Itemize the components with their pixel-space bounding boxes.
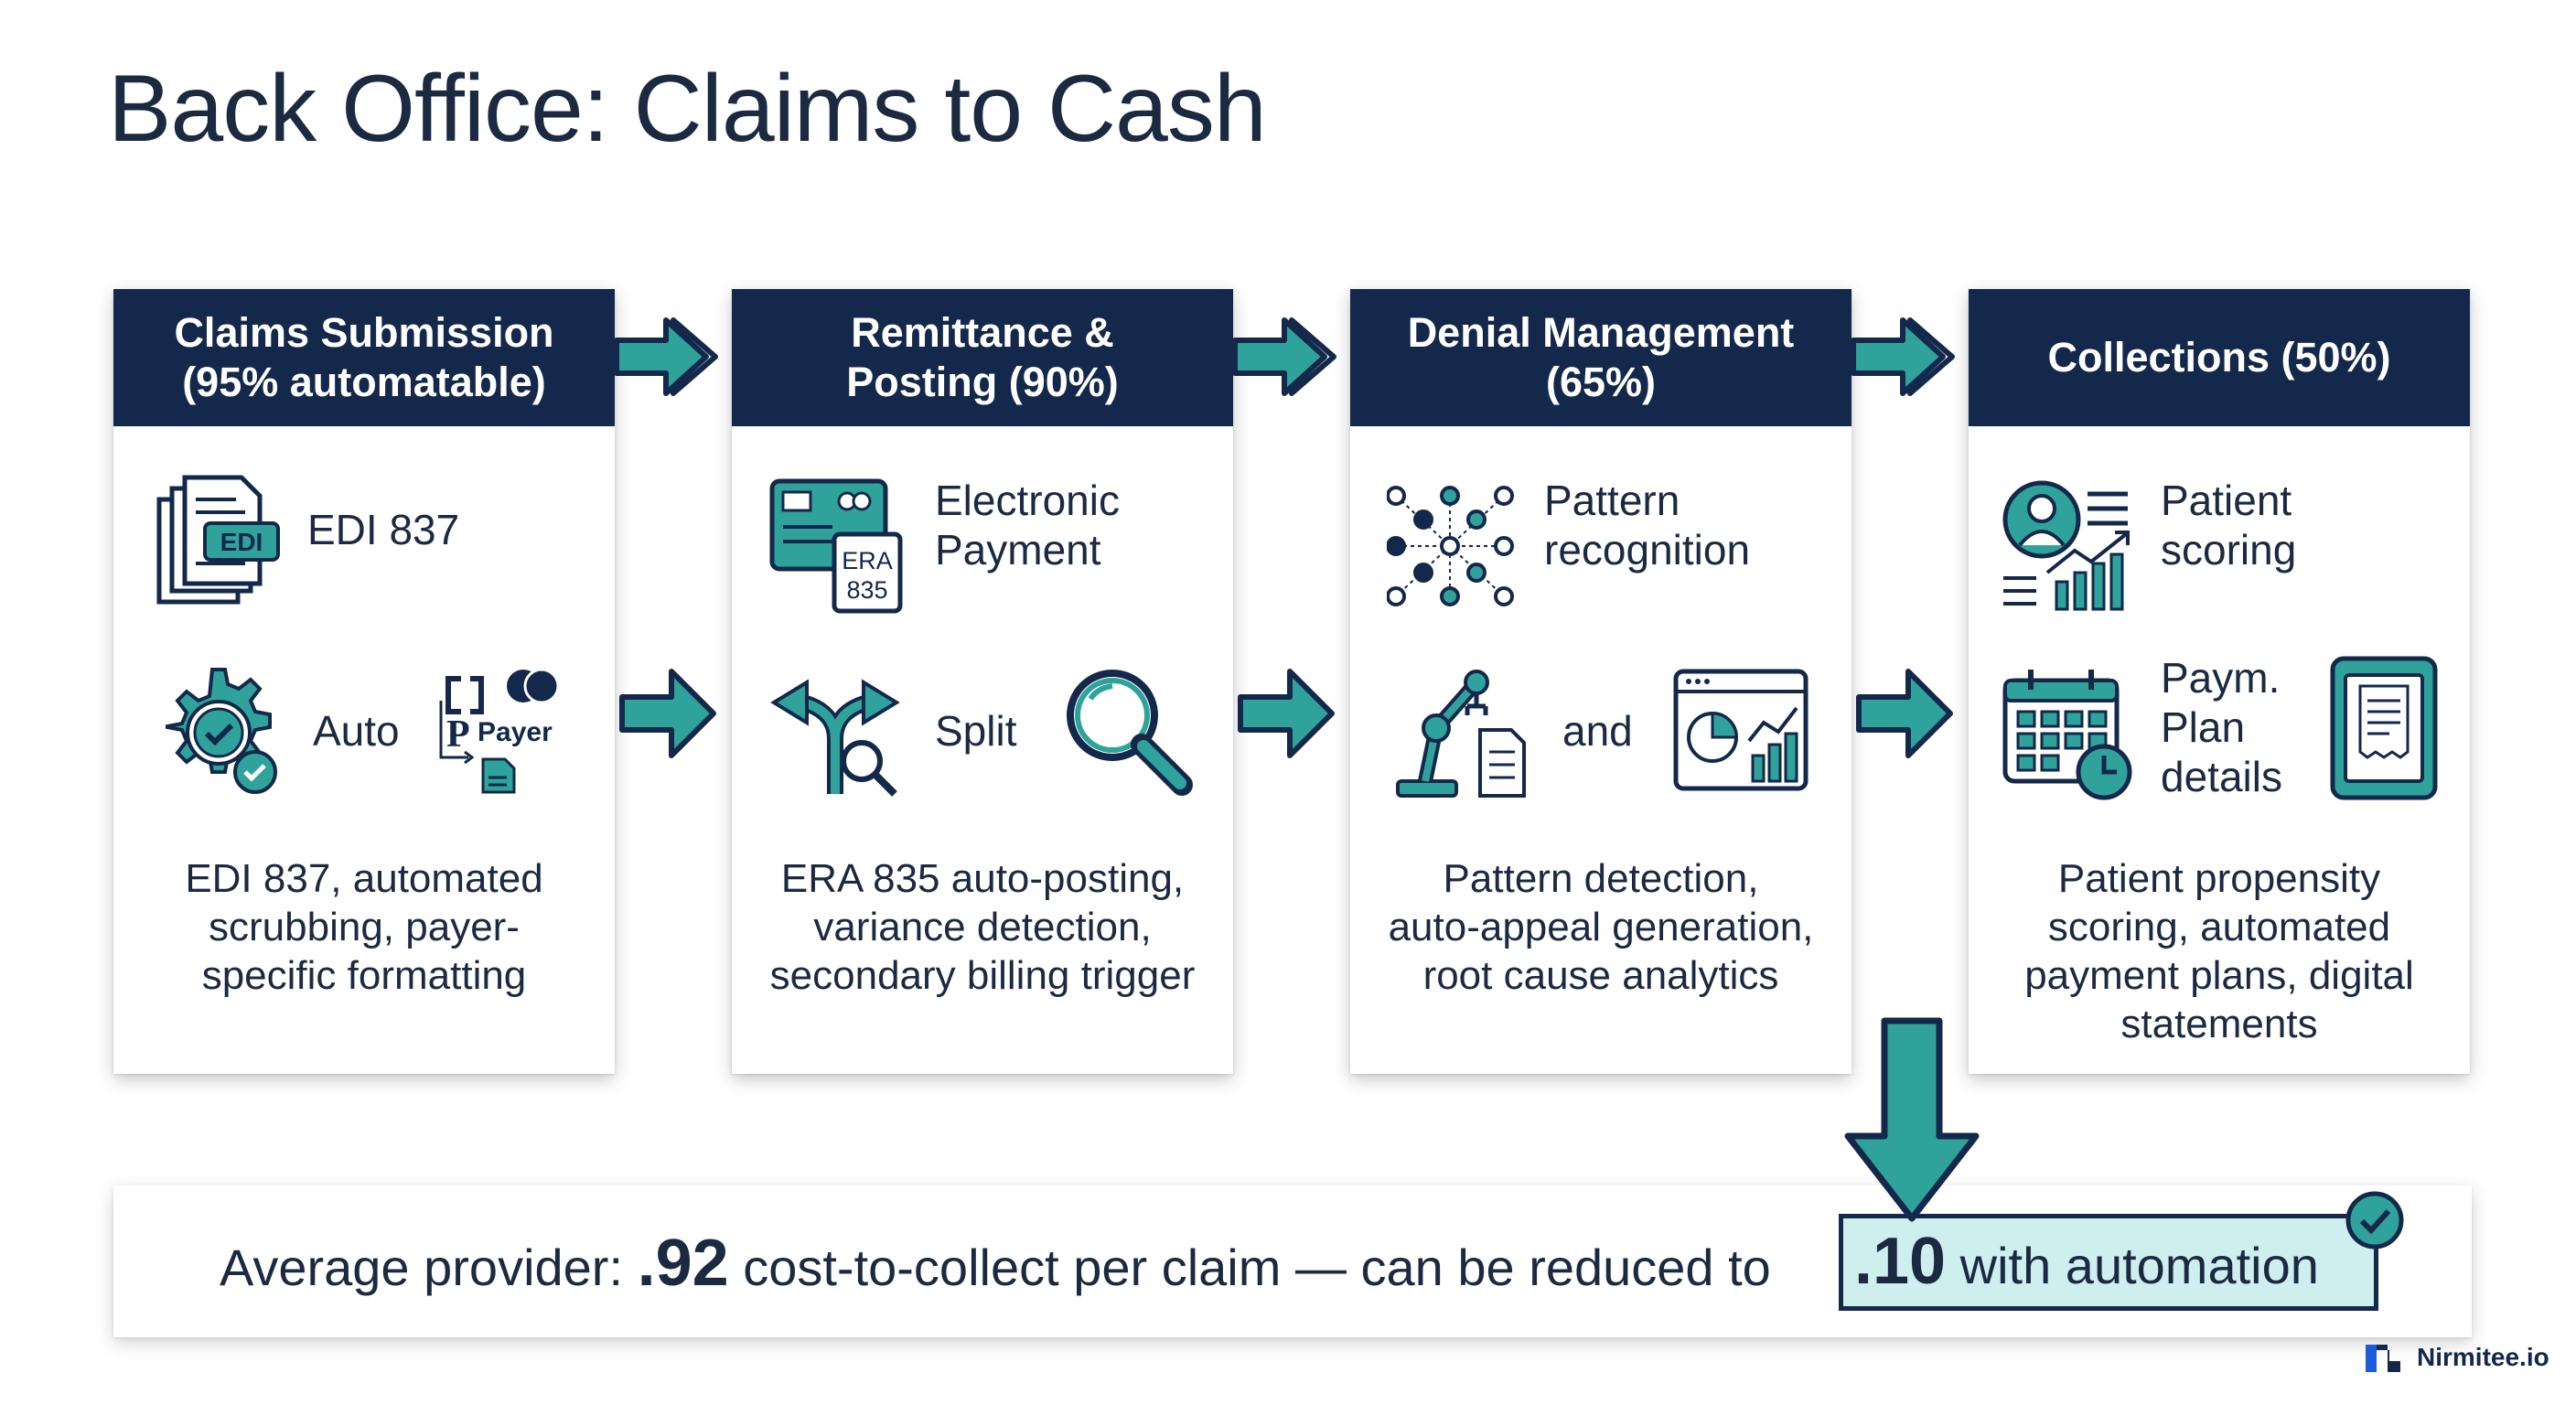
- page-title: Back Office: Claims to Cash: [108, 56, 1267, 162]
- svg-text:835: 835: [846, 576, 887, 604]
- svg-text:ERA: ERA: [842, 547, 893, 574]
- stage-bottom-label: Auto: [313, 707, 400, 755]
- stage-header: Denial Management(65%): [1350, 289, 1852, 426]
- flow-arrow-icon: [1851, 317, 1955, 396]
- stage-description: EDI 837, automated scrubbing, payer- spe…: [185, 856, 543, 998]
- flow-arrow-icon: [1856, 669, 1953, 758]
- stage-description: ERA 835 auto-posting, variance detection…: [769, 856, 1196, 998]
- brand-logo: Nirmitee.io: [2364, 1339, 2549, 1376]
- stage-header: Collections (50%): [1969, 289, 2470, 426]
- robot-arm-icon: [1396, 670, 1526, 798]
- down-arrow-icon: [1844, 1017, 1980, 1222]
- patient-scoring-icon: [2002, 480, 2130, 611]
- payer-routing-icon: P Payer: [439, 668, 560, 794]
- svg-text:P: P: [446, 713, 470, 756]
- pattern-network-icon: [1387, 486, 1514, 606]
- analytics-dashboard-icon: [1673, 669, 1809, 791]
- digital-statement-icon: [2330, 656, 2438, 800]
- flow-arrow-icon: [614, 317, 718, 396]
- stage-bottom-label: and: [1562, 707, 1633, 755]
- stage-top-label: EDI 837: [307, 506, 460, 553]
- svg-text:Payer: Payer: [478, 717, 553, 747]
- split-arrows-icon: [770, 679, 900, 797]
- logo-mark-icon: [2366, 1345, 2400, 1372]
- stage-description: Patient propensity scoring, automated pa…: [2024, 856, 2414, 1046]
- stage-header: Claims Submission(95% automatable): [113, 289, 615, 426]
- stage-description: Pattern detection, auto-appeal generatio…: [1388, 856, 1814, 998]
- cost-after-highlight: .10 with automation: [1839, 1214, 2378, 1311]
- gear-check-icon: [166, 668, 277, 794]
- magnifier-icon: [1067, 670, 1193, 796]
- flow-arrow-icon: [1238, 669, 1335, 758]
- svg-text:EDI: EDI: [220, 528, 263, 556]
- cost-before: .92: [637, 1227, 729, 1300]
- edi-document-icon: EDI: [156, 475, 280, 605]
- stage-card-claims-submission: Claims Submission(95% automatable) EDI E…: [113, 289, 615, 1074]
- calendar-clock-icon: [2002, 670, 2132, 800]
- check-badge-icon: [2345, 1191, 2404, 1249]
- stage-card-remittance-posting: Remittance &Posting (90%) ERA 835 Electr…: [732, 289, 1233, 1074]
- stage-header: Remittance &Posting (90%): [732, 289, 1233, 426]
- stage-bottom-label: Split: [935, 707, 1017, 755]
- summary-text: Average provider: .92 cost-to-collect pe…: [220, 1227, 1771, 1300]
- era-payment-icon: ERA 835: [769, 478, 903, 614]
- flow-arrow-icon: [1232, 317, 1336, 396]
- flow-arrow-icon: [619, 669, 716, 758]
- cost-after: .10: [1854, 1225, 1947, 1298]
